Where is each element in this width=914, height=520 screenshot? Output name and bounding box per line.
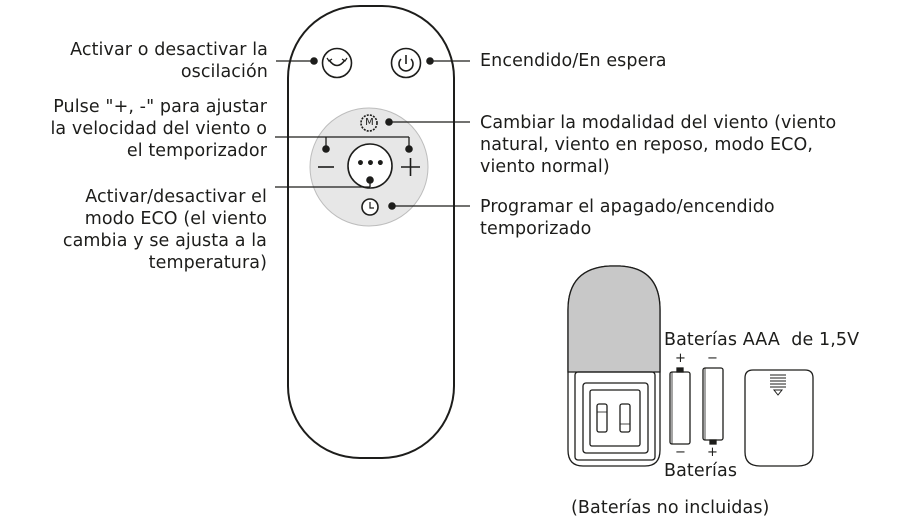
oscillation-button[interactable] [321, 47, 353, 79]
battery-1-plus: + [675, 351, 686, 366]
power-icon [398, 58, 414, 72]
mode-button-label: M [365, 117, 374, 128]
battery-illustration [567, 265, 814, 467]
battery-aaa-2 [702, 367, 724, 445]
leader-lines [275, 60, 470, 207]
oscillation-icon [328, 59, 346, 67]
eco-button[interactable] [347, 143, 393, 189]
remote-back-top [567, 265, 661, 373]
power-button[interactable] [390, 47, 422, 79]
batteries-caption: Baterías [664, 461, 738, 481]
battery-aaa-1 [669, 367, 691, 445]
callout-oscillation: Activar o desactivar la oscilación [70, 40, 268, 82]
clock-icon [369, 202, 374, 209]
callout-power: Encendido/En espera [480, 51, 667, 71]
timer-button[interactable] [361, 198, 379, 216]
callout-speed-timer: Pulse "+, -" para ajustar la velocidad d… [50, 97, 267, 161]
wind-mode-button[interactable] [360, 114, 378, 132]
battery-cover [744, 369, 814, 467]
leader-dots [310, 57, 434, 210]
callout-eco: Activar/desactivar el modo ECO (el vient… [62, 187, 267, 273]
battery-compartment [582, 382, 649, 454]
battery-2-minus: − [707, 351, 718, 366]
callout-timer: Programar el apagado/encendido temporiza… [480, 197, 775, 239]
callout-wind-mode: Cambiar la modalidad del viento (viento … [480, 113, 837, 177]
eco-button-label: ••• [356, 156, 386, 172]
battery-2-plus: + [707, 445, 718, 460]
plus-button[interactable] [401, 158, 420, 176]
battery-1-minus: − [675, 445, 686, 460]
batteries-note: (Baterías no incluidas) [571, 498, 770, 518]
batteries-title: Baterías AAA de 1,5V [664, 330, 860, 350]
remote-body [287, 5, 455, 459]
